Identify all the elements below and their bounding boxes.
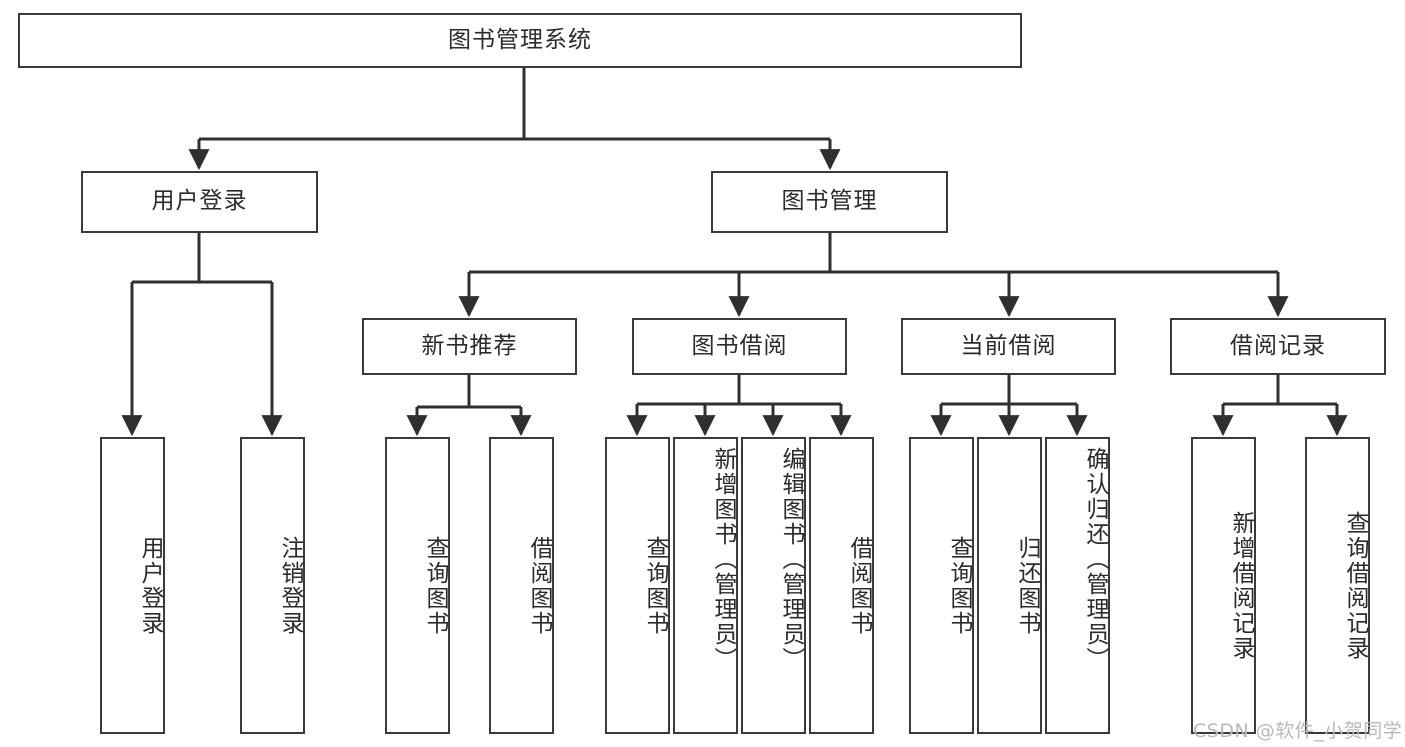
leaf-current-borrow-confirm-return[interactable]: 确认归还（管理员） [1045, 437, 1110, 734]
node-label: 图书借阅 [691, 332, 788, 359]
leaf-book-borrow-edit-book[interactable]: 编辑图书（管理员） [741, 437, 806, 734]
leaf-book-borrow-borrow-book[interactable]: 借阅图书 [809, 437, 874, 734]
node-label: 用户登录 [137, 535, 163, 636]
leaf-new-book-query-book[interactable]: 查询图书 [385, 437, 450, 734]
node-label: 查询借阅记录 [1342, 510, 1368, 661]
node-label: 新增图书（管理员） [710, 447, 736, 672]
node-borrow-record[interactable]: 借阅记录 [1170, 318, 1386, 375]
node-label: 确认归还（管理员） [1082, 447, 1108, 672]
node-label: 借阅图书 [526, 535, 552, 636]
node-label: 当前借阅 [960, 332, 1057, 359]
node-label: 图书管理 [781, 188, 878, 215]
node-user-login[interactable]: 用户登录 [81, 171, 318, 233]
leaf-current-borrow-return-book[interactable]: 归还图书 [977, 437, 1042, 734]
node-current-borrow[interactable]: 当前借阅 [901, 318, 1116, 375]
leaf-borrow-record-add-record[interactable]: 新增借阅记录 [1191, 437, 1256, 734]
node-label: 用户登录 [151, 188, 248, 215]
node-label: 查询图书 [946, 535, 972, 636]
node-label: 注销登录 [277, 535, 303, 636]
leaf-new-book-borrow-book[interactable]: 借阅图书 [489, 437, 554, 734]
node-label: 编辑图书（管理员） [778, 447, 804, 672]
leaf-borrow-record-query-record[interactable]: 查询借阅记录 [1305, 437, 1370, 734]
leaf-book-borrow-add-book[interactable]: 新增图书（管理员） [673, 437, 738, 734]
node-book-management[interactable]: 图书管理 [711, 171, 948, 233]
leaf-user-login-login[interactable]: 用户登录 [100, 437, 165, 734]
node-label: 查询图书 [422, 535, 448, 636]
node-label: 查询图书 [642, 535, 668, 636]
node-label: 新增借阅记录 [1228, 510, 1254, 661]
leaf-book-borrow-query-book[interactable]: 查询图书 [605, 437, 670, 734]
leaf-user-login-logout[interactable]: 注销登录 [240, 437, 305, 734]
csdn-watermark: CSDN @软件_小贺同学 [1193, 720, 1403, 742]
node-book-borrow[interactable]: 图书借阅 [632, 318, 847, 375]
leaf-current-borrow-query-book[interactable]: 查询图书 [909, 437, 974, 734]
node-label: 借阅图书 [846, 535, 872, 636]
node-root-book-management-system[interactable]: 图书管理系统 [18, 13, 1022, 68]
node-label: 新书推荐 [421, 332, 518, 359]
node-label: 图书管理系统 [448, 26, 592, 53]
node-label: 借阅记录 [1230, 332, 1326, 359]
node-new-book-recommend[interactable]: 新书推荐 [362, 318, 577, 375]
node-label: 归还图书 [1014, 535, 1040, 636]
